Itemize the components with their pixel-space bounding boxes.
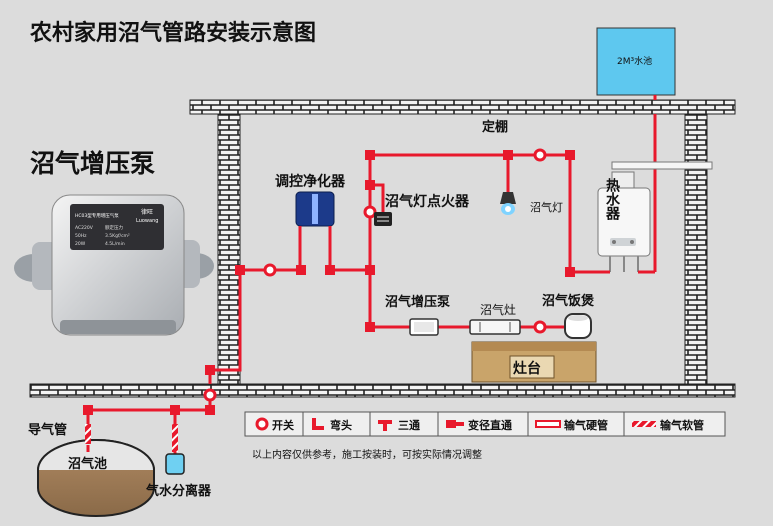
water-tank-label: 2M³水池 [617, 55, 652, 67]
legend-elbow: 弯头 [330, 418, 352, 432]
igniter [374, 212, 392, 226]
biogas-digester [37, 439, 155, 517]
pump-spec-1: AC220V [75, 225, 94, 231]
legend-switch: 开关 [272, 418, 294, 432]
water-gas-separator [165, 453, 185, 475]
pump-spec-5: 20W [75, 241, 86, 247]
water-tank [596, 27, 676, 96]
floor-slab [29, 383, 736, 398]
ceiling-label: 定棚 [481, 119, 508, 135]
heater-flue [611, 161, 713, 170]
pump-spec-3: 50Hz [75, 233, 87, 239]
booster-pump-illustration: 律旺 Luowang HC03型专用增压气泵 AC220V 额定压力 50Hz … [14, 194, 214, 336]
stove-platform [471, 341, 597, 383]
left-wall [217, 113, 241, 385]
pump-spec-2: 额定压力 [105, 224, 123, 231]
legend-hard-pipe: 输气硬管 [564, 418, 608, 432]
page-title: 农村家用沼气管路安装示意图 [29, 20, 316, 46]
separator-label: 气水分离器 [146, 483, 212, 499]
pump-brand-en: Luowang [136, 218, 158, 224]
gas-stove [469, 319, 521, 335]
pump-model: HC03型专用增压气泵 [75, 212, 119, 219]
igniter-label: 沼气灯点火器 [385, 193, 470, 210]
footnote: 以上内容仅供参考，施工按装时，可按实际情况调整 [252, 448, 482, 461]
regulator-purifier [295, 191, 335, 248]
stove-label: 沼气灶 [480, 302, 516, 317]
legend-soft-pipe: 输气软管 [660, 418, 704, 432]
guide-pipe-label: 导气管 [28, 422, 67, 438]
gas-lamp [500, 168, 516, 215]
water-heater [597, 171, 651, 272]
soft-pipe-segment [172, 424, 178, 452]
pump-heading: 沼气增压泵 [30, 149, 155, 178]
rice-cooker-label: 沼气饭煲 [542, 293, 595, 309]
legend-tee: 三通 [398, 419, 420, 432]
pipe-fittings [83, 148, 575, 415]
booster-pump-inline [409, 318, 439, 336]
pump-spec-6: 4.5L/min [105, 241, 125, 247]
regulator-label: 调控净化器 [275, 173, 346, 190]
pump-spec-4: 3.5Kgf/cm² [105, 233, 130, 239]
soft-pipe-segment-2 [85, 424, 91, 444]
legend: 开关 弯头 三通 变径直通 输气硬管 输气软管 [244, 411, 726, 437]
right-wall [684, 113, 708, 385]
pump-heading-group: 沼气增压泵 [30, 149, 155, 178]
stove-platform-label: 灶台 [513, 360, 541, 377]
booster-label: 沼气增压泵 [385, 294, 450, 310]
rice-cooker [564, 313, 592, 339]
digester-label: 沼气池 [68, 456, 107, 472]
lamp-label: 沼气灯 [530, 200, 563, 214]
pump-brand: 律旺 [141, 208, 153, 216]
ceiling-slab [189, 99, 736, 115]
legend-reducer: 变径直通 [468, 418, 512, 432]
